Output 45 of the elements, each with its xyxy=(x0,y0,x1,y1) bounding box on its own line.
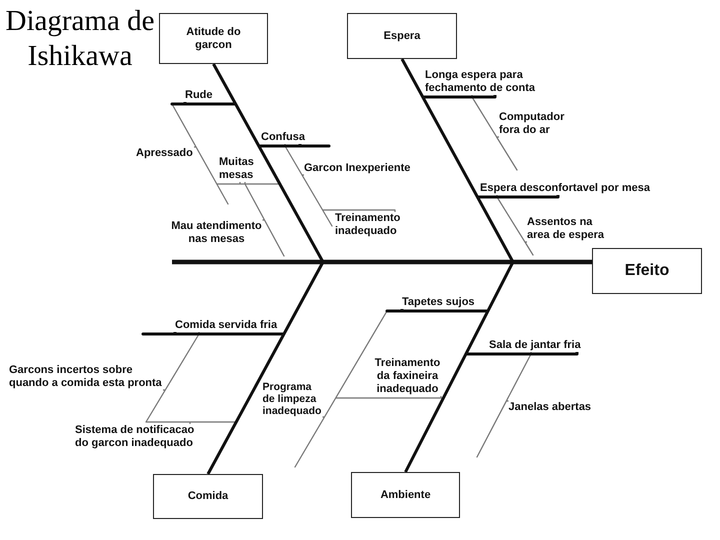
branch-line xyxy=(294,310,388,468)
branch-line xyxy=(244,182,285,257)
branch-line xyxy=(386,309,488,312)
branch-line xyxy=(466,352,578,356)
branch-line xyxy=(478,195,560,198)
diagram-title: Diagrama de Ishikawa xyxy=(5,4,155,74)
branch-line xyxy=(170,102,236,106)
cause-label: Espera desconfortavel por mesa xyxy=(480,182,651,195)
branch-line xyxy=(322,209,396,212)
category-box: Espera xyxy=(347,13,457,59)
branch-line xyxy=(496,195,534,256)
cause-label: Muitas mesas xyxy=(219,156,255,182)
cause-label: Treinamento da faxineira inadequado xyxy=(374,357,441,396)
branch-line xyxy=(336,396,444,399)
category-box: Atitude do garcon xyxy=(159,13,268,64)
branch-line xyxy=(422,95,496,98)
branch-line xyxy=(258,144,330,148)
cause-label: Mau atendimento nas mesas xyxy=(170,220,262,246)
cause-label: Programa de limpeza inadequado xyxy=(262,381,322,417)
cause-label: Rude xyxy=(185,89,214,102)
cause-label: Comida servida fria xyxy=(175,319,279,332)
branch-line xyxy=(284,144,333,227)
cause-label: Computador fora do ar xyxy=(499,111,566,137)
cause-label: Confusa xyxy=(261,131,306,144)
spine-line xyxy=(172,260,592,264)
cause-label: Apressado xyxy=(136,147,194,160)
cause-label: Janelas abertas xyxy=(508,401,592,414)
cause-label: Sala de jantar fria xyxy=(489,339,582,352)
cause-label: Treinamento inadequado xyxy=(335,212,402,238)
branch-line xyxy=(145,332,200,423)
category-box: Ambiente xyxy=(351,472,460,518)
branch-line xyxy=(476,352,532,458)
cause-label: Assentos na area de espera xyxy=(527,216,606,242)
category-box: Comida xyxy=(153,474,263,519)
cause-label: Tapetes sujos xyxy=(402,296,476,309)
branch-line xyxy=(471,95,518,171)
cause-label: Garcons incertos sobre quando a comida esta pronta xyxy=(9,364,163,390)
bone-line xyxy=(212,62,324,263)
cause-label: Garcon Inexperiente xyxy=(304,162,412,175)
effect-box: Efeito xyxy=(592,248,702,294)
branch-line xyxy=(146,421,237,424)
cause-label: Sistema de notificacao do garcon inadequado xyxy=(75,424,196,450)
bone-line xyxy=(400,58,514,263)
branch-line xyxy=(142,332,284,336)
cause-label: Longa espera para fechamento de conta xyxy=(425,69,537,95)
